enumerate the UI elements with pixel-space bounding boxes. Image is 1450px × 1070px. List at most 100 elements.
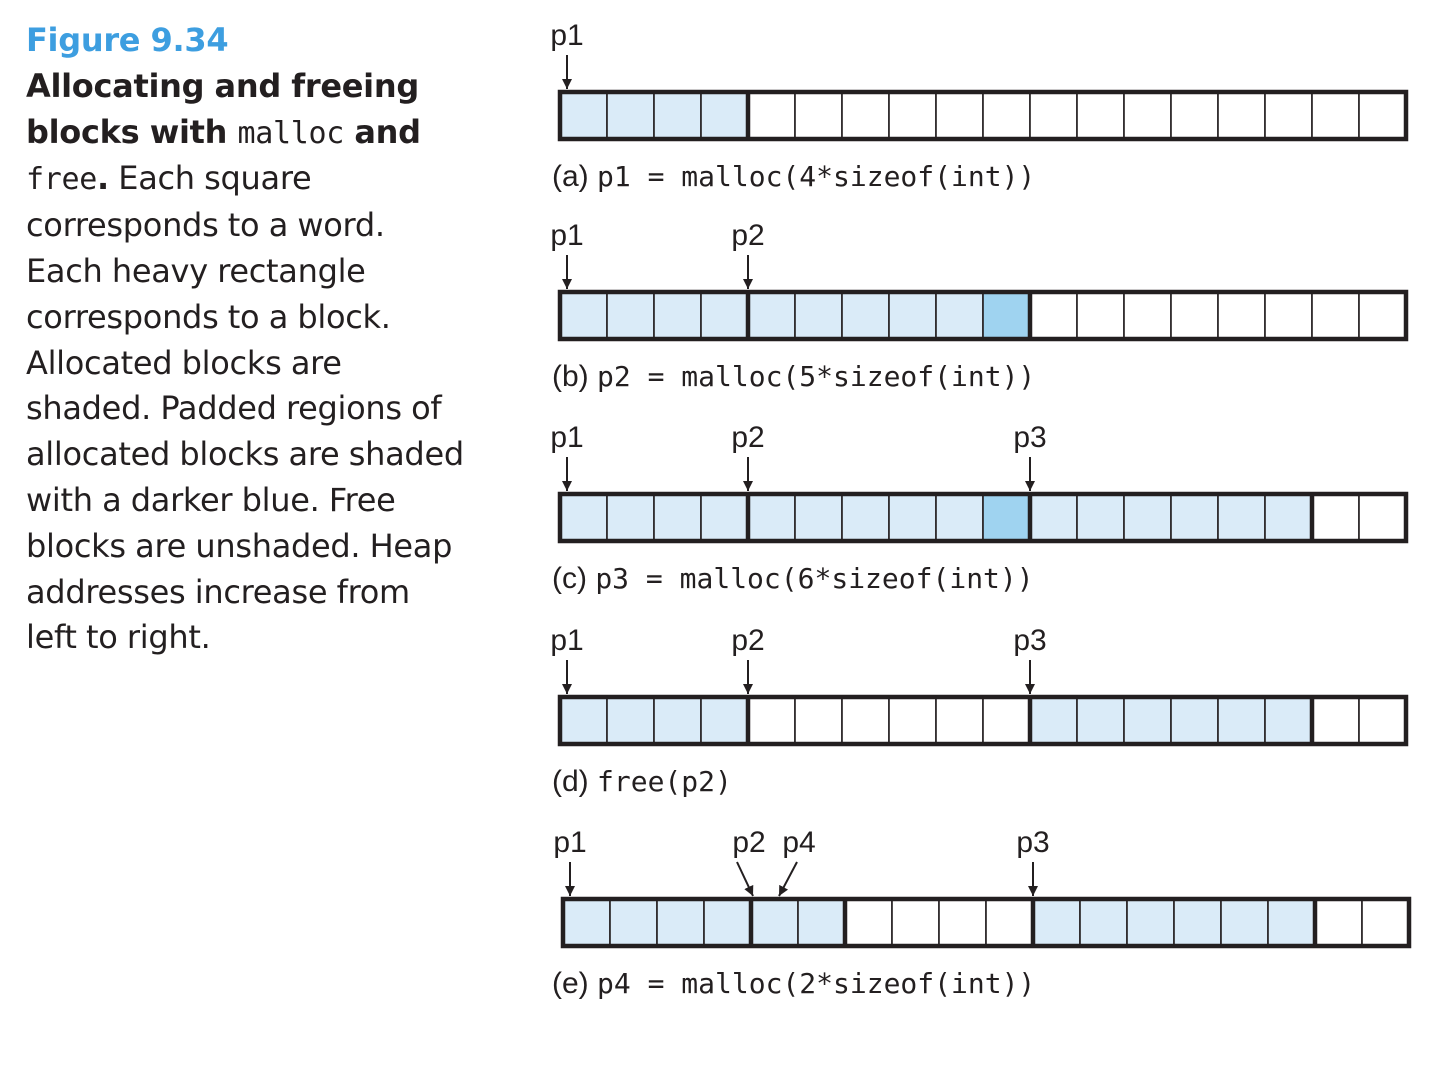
word-cell-free: [1358, 493, 1407, 542]
word-cell-payload: [841, 291, 890, 340]
word-cell-free: [1029, 291, 1078, 340]
pointer-label-p3: p3: [1013, 421, 1046, 454]
word-cell-payload: [1217, 493, 1266, 542]
heap-frame: [557, 491, 1409, 544]
pointer-label-p2: p2: [731, 624, 764, 657]
word-cell-free: [888, 91, 937, 140]
word-cell-payload: [1076, 493, 1125, 542]
heap-row-d: p1 p2 p3 (d) free(p2): [550, 624, 1409, 798]
pointer-label-p3: p3: [1013, 624, 1046, 657]
row-caption-a: (a) p1 = malloc(4*sizeof(int)): [552, 160, 1035, 193]
row-caption-c: (c) p3 = malloc(6*sizeof(int)): [552, 562, 1034, 595]
heap-frame: [560, 896, 1412, 949]
word-cell-payload: [888, 291, 937, 340]
pointer-label-p1: p1: [550, 19, 583, 52]
word-cell-payload: [797, 898, 846, 947]
word-cell-payload: [559, 91, 608, 140]
word-cell-payload: [1220, 898, 1269, 947]
word-cell-free: [747, 696, 796, 745]
word-cell-payload: [1123, 493, 1172, 542]
pointer-arrow-p2: [736, 861, 754, 897]
word-cell-free: [1076, 291, 1125, 340]
caption-title-text-1: Allocating and freeing blocks with: [26, 66, 419, 151]
pointer-label-p1: p1: [550, 219, 583, 252]
pointer-label-p3: p3: [1016, 826, 1049, 859]
word-cell-free: [1311, 91, 1360, 140]
row-prefix: (a): [552, 160, 597, 193]
word-cell-payload: [653, 91, 702, 140]
word-cell-free: [1264, 291, 1313, 340]
word-cell-payload: [1123, 696, 1172, 745]
word-cell-payload: [700, 493, 749, 542]
word-cell-free: [1361, 898, 1410, 947]
row-code: free(p2): [597, 765, 732, 798]
word-cell-payload: [700, 91, 749, 140]
word-cell-payload: [609, 898, 658, 947]
word-cell-free: [1217, 291, 1266, 340]
word-cell-payload: [1173, 898, 1222, 947]
word-cell-free: [1314, 898, 1363, 947]
word-cell-payload: [1170, 696, 1219, 745]
word-cell-payload: [606, 91, 655, 140]
caption-code-free: free: [26, 162, 98, 198]
word-cell-free: [1076, 91, 1125, 140]
caption-body: Each square corresponds to a word. Each …: [26, 159, 464, 657]
word-cell-free: [982, 696, 1031, 745]
word-cell-free: [985, 898, 1034, 947]
word-cell-payload: [935, 493, 984, 542]
word-cell-payload: [1170, 493, 1219, 542]
word-cell-free: [982, 91, 1031, 140]
row-prefix: (b): [552, 360, 597, 393]
row-code: p1 = malloc(4*sizeof(int)): [597, 160, 1035, 193]
word-cell-payload: [653, 291, 702, 340]
word-cell-payload: [700, 291, 749, 340]
heap-frame: [557, 694, 1409, 747]
word-cell-free: [794, 91, 843, 140]
word-cell-free: [1358, 696, 1407, 745]
word-cell-payload: [1126, 898, 1175, 947]
word-cell-free: [1170, 91, 1219, 140]
word-cell-padding: [982, 493, 1031, 542]
word-cell-free: [1217, 91, 1266, 140]
row-prefix: (c): [552, 562, 595, 595]
heap-frame: [557, 289, 1409, 342]
word-cell-free: [888, 696, 937, 745]
word-cell-free: [1170, 291, 1219, 340]
word-cell-payload: [703, 898, 752, 947]
word-cell-free: [1029, 91, 1078, 140]
figure-number: Figure 9.34: [26, 21, 229, 59]
word-cell-payload: [841, 493, 890, 542]
word-cell-free: [891, 898, 940, 947]
word-cell-free: [935, 696, 984, 745]
word-cell-payload: [747, 291, 796, 340]
word-cell-payload: [559, 493, 608, 542]
row-caption-d: (d) free(p2): [552, 765, 732, 798]
heap-frame: [557, 89, 1409, 142]
word-cell-payload: [1217, 696, 1266, 745]
row-prefix: (e): [552, 967, 597, 1000]
word-cell-payload: [606, 291, 655, 340]
row-caption-e: (e) p4 = malloc(2*sizeof(int)): [552, 967, 1035, 1000]
word-cell-payload: [935, 291, 984, 340]
pointer-label-p1: p1: [550, 624, 583, 657]
word-cell-free: [1311, 696, 1360, 745]
pointer-label-p2: p2: [732, 826, 765, 859]
word-cell-payload: [653, 696, 702, 745]
word-cell-payload: [1264, 696, 1313, 745]
figure-caption: Figure 9.34 Allocating and freeing block…: [26, 18, 466, 661]
pointer-label-p2: p2: [731, 421, 764, 454]
word-cell-free: [1311, 291, 1360, 340]
word-cell-free: [841, 696, 890, 745]
row-prefix: (d): [552, 765, 597, 798]
word-cell-free: [1123, 91, 1172, 140]
caption-title-text-2: and: [354, 112, 421, 151]
caption-title: Allocating and freeing blocks with mallo…: [26, 67, 421, 198]
caption-code-malloc: malloc: [237, 115, 345, 151]
word-cell-payload: [1267, 898, 1316, 947]
word-cell-free: [1311, 493, 1360, 542]
word-cell-payload: [1032, 898, 1081, 947]
row-code: p2 = malloc(5*sizeof(int)): [597, 360, 1035, 393]
